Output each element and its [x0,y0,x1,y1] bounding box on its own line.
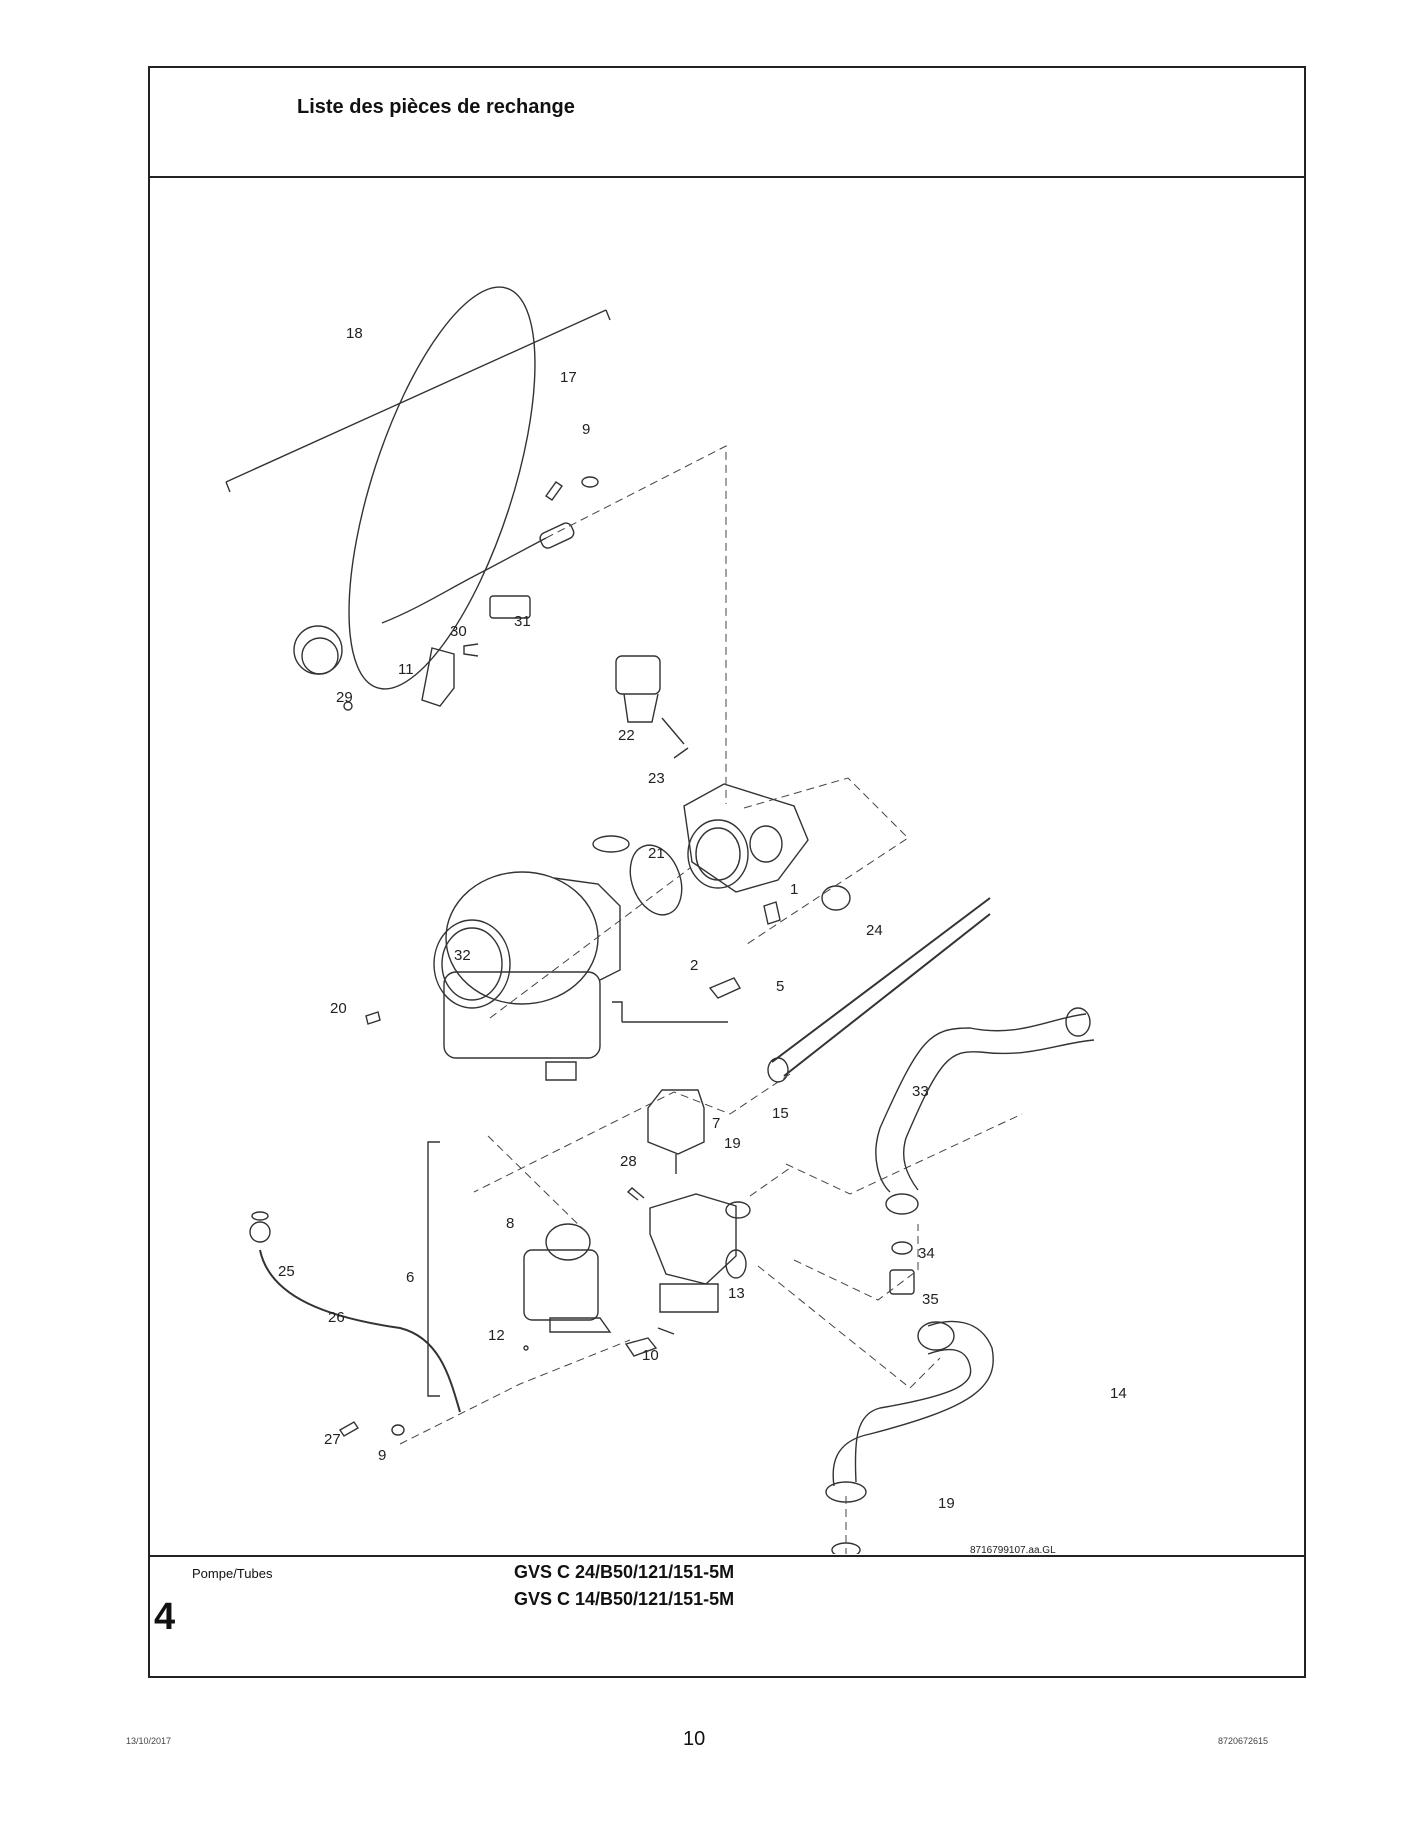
part-callout: 17 [560,369,577,386]
part-callout: 23 [648,770,665,787]
part-callout: 9 [378,1447,386,1464]
part-callout: 10 [642,1347,659,1364]
part-callout: 22 [618,727,635,744]
model-line-1: GVS C 24/B50/121/151-5M [514,1562,735,1582]
part-callout: 2 [690,957,698,974]
part-callout: 11 [398,661,414,678]
part-callout: 32 [454,947,471,964]
footer-date: 13/10/2017 [126,1736,172,1746]
part-callout: 34 [918,1245,935,1262]
part-callout: 15 [772,1105,789,1122]
page-number: 10 [683,1728,706,1750]
part-callout: 19 [938,1495,955,1512]
part-callout: 7 [712,1115,720,1132]
part-callout: 28 [620,1153,637,1170]
part-callout: 6 [406,1269,414,1286]
section-number: 4 [154,1596,176,1638]
part-callout: 35 [922,1291,939,1308]
model-line-2: GVS C 14/B50/121/151-5M [514,1589,735,1609]
part-callout: 13 [728,1285,745,1302]
header-divider [150,176,1304,178]
part-callout: 30 [450,623,467,640]
footer-doc-code: 8720672615 [1218,1736,1269,1746]
part-callout: 21 [648,845,665,862]
part-callout: 26 [328,1309,345,1326]
part-callout: 9 [582,421,590,438]
part-callout: 14 [1110,1385,1127,1402]
part-callout: 20 [330,1000,347,1017]
page-frame: Liste des pièces de rechange [148,66,1306,1678]
part-callout: 19 [724,1135,741,1152]
part-callout: 5 [776,978,784,995]
section-name: Pompe/Tubes [192,1566,273,1581]
part-callout: 27 [324,1431,341,1448]
exploded-parts-drawing: 18 17 9 30 31 11 29 22 23 21 1 24 32 2 5… [225,286,1127,1554]
part-callout: 18 [346,325,363,342]
part-callout: 31 [514,613,531,630]
footer-divider [150,1555,1304,1557]
part-callout: 29 [336,689,353,706]
part-callout: 25 [278,1263,295,1280]
page-title: Liste des pièces de rechange [297,96,575,118]
part-callout: 12 [488,1327,505,1344]
part-callout: 33 [912,1083,929,1100]
part-callout: 24 [866,922,883,939]
drawing-reference: 8716799107.aa.GL [970,1545,1056,1554]
part-callout: 1 [790,881,798,898]
part-callout: 8 [506,1215,514,1232]
